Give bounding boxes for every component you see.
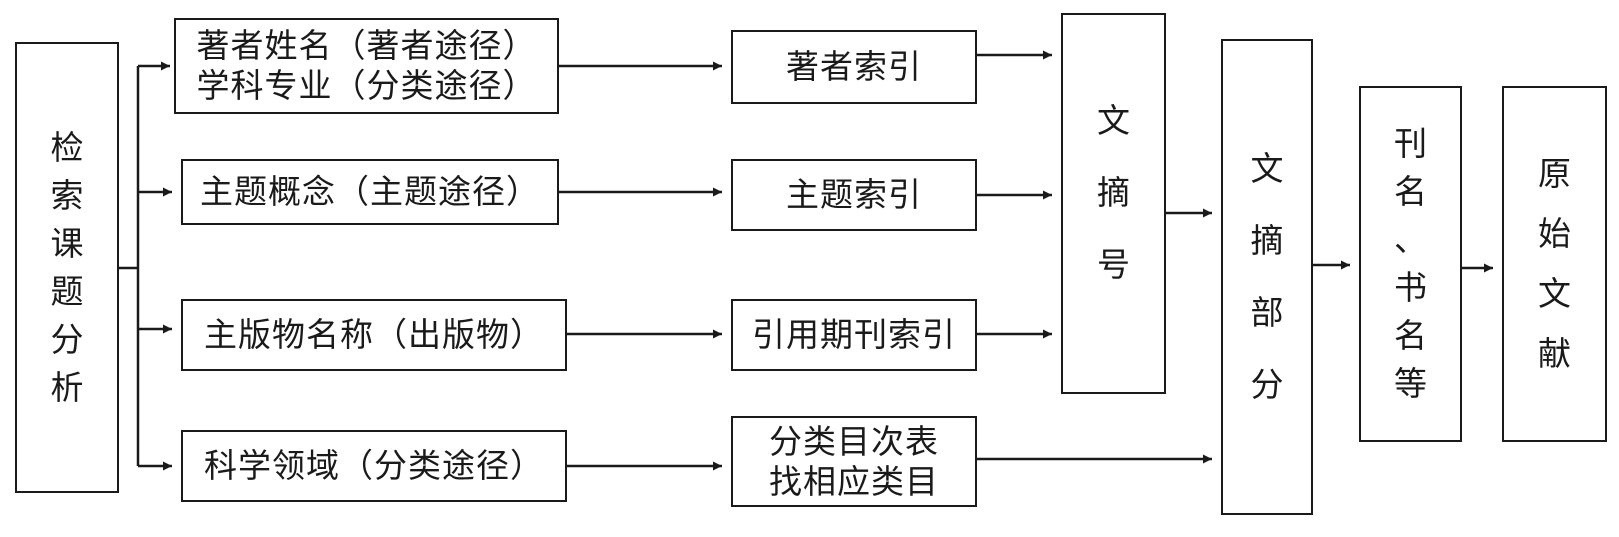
original-document-box: 原始文献 (1502, 86, 1607, 442)
index-label-topic: 主题索引 (786, 175, 922, 214)
route-label-author-subject: 著者姓名（著者途径） 学科专业（分类途径） (196, 26, 537, 105)
original-document-label: 原始文献 (1538, 154, 1571, 373)
route-box-publication: 主版物名称（出版物） (181, 299, 567, 371)
journal-name-label: 刊名、书名等 (1394, 124, 1427, 403)
route-label-publication: 主版物名称（出版物） (204, 315, 544, 354)
route-label-topic: 主题概念（主题途径） (200, 172, 540, 211)
route-label-science-field: 科学领域（分类途径） (204, 446, 544, 485)
abstract-number-label: 文摘号 (1097, 101, 1130, 284)
abstract-section-box: 文摘部分 (1221, 39, 1313, 515)
index-box-topic: 主题索引 (731, 159, 977, 231)
route-box-topic: 主题概念（主题途径） (181, 159, 559, 225)
index-label-author: 著者索引 (786, 47, 922, 86)
task-analysis-box: 检索课题分析 (15, 42, 119, 493)
index-label-classification: 分类目次表 找相应类目 (769, 421, 939, 501)
index-label-citation: 引用期刊索引 (752, 315, 956, 354)
index-box-author: 著者索引 (731, 30, 977, 104)
route-box-science-field: 科学领域（分类途径） (181, 430, 567, 502)
abstract-section-label: 文摘部分 (1250, 149, 1284, 404)
route-box-author-subject: 著者姓名（著者途径） 学科专业（分类途径） (174, 18, 559, 114)
journal-name-box: 刊名、书名等 (1359, 86, 1462, 442)
task-analysis-label: 检索课题分析 (50, 127, 84, 407)
index-box-citation: 引用期刊索引 (731, 299, 977, 371)
index-box-classification: 分类目次表 找相应类目 (731, 416, 977, 507)
abstract-number-box: 文摘号 (1061, 13, 1166, 394)
